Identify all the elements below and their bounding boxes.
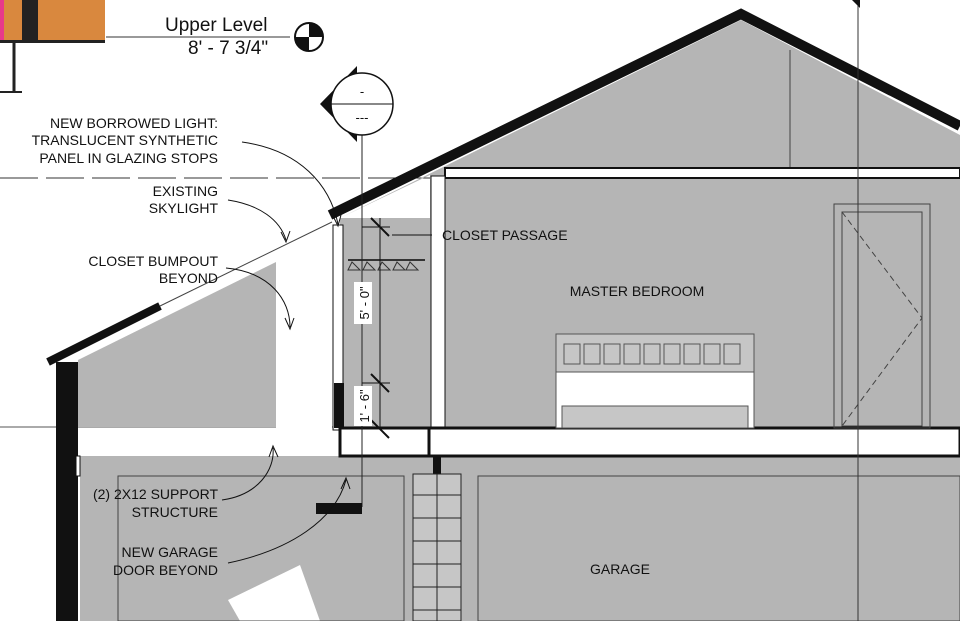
leader-arrows [221,141,432,564]
room-label-master-bedroom: MASTER BEDROOM [570,283,705,299]
section-cut-end [316,503,362,514]
note-support-line1: (2) 2X12 SUPPORT [93,486,218,502]
garage-door-right [477,475,960,621]
note-borrowed-light-line1: NEW BORROWED LIGHT: [50,115,218,131]
section-tag: - --- [320,66,394,142]
note-closet-bumpout-line2: BEYOND [159,270,218,286]
note-borrowed-light-line2: TRANSLUCENT SYNTHETIC [32,132,218,148]
note-garage-door-line1: NEW GARAGE [122,544,218,560]
note-closet-bumpout-line1: CLOSET BUMPOUT [88,253,218,269]
section-tag-top: - [360,84,364,99]
garage-door-left [117,475,405,621]
closet-wall-left-dark [334,383,344,428]
note-skylight: EXISTING SKYLIGHT [149,183,219,216]
bedroom-door [833,203,931,429]
ceiling-band [444,167,960,179]
note-skylight-line2: SKYLIGHT [149,200,219,216]
note-support-line2: STRUCTURE [132,504,218,520]
reference-thumbnail [0,0,105,93]
level-target-icon [294,22,324,52]
bed [555,333,755,429]
note-support: (2) 2X12 SUPPORT STRUCTURE [93,486,218,520]
bumpout-fill [78,262,276,427]
beam-cap [433,456,441,476]
section-tag-bottom: --- [356,110,369,125]
left-wall [56,362,78,621]
note-skylight-line1: EXISTING [153,183,218,199]
note-borrowed-light: NEW BORROWED LIGHT: TRANSLUCENT SYNTHETI… [32,115,218,166]
grid-marker [852,0,860,8]
closet-wall-right [430,175,446,429]
dimension-lower: 1' - 6" [357,389,372,422]
note-closet-bumpout: CLOSET BUMPOUT BEYOND [88,253,218,286]
note-closet-passage: CLOSET PASSAGE [442,227,568,243]
note-garage-door: NEW GARAGE DOOR BEYOND [113,544,218,578]
floor-slab [338,426,960,458]
bumpout-roof [46,302,162,366]
light-patch-floor [95,430,345,455]
note-garage-door-line2: DOOR BEYOND [113,562,218,578]
note-borrowed-light-line3: PANEL IN GLAZING STOPS [39,150,218,166]
dimension-upper: 5' - 0" [357,286,372,319]
level-marker: Upper Level 8' - 7 3/4" [165,15,324,59]
column-blocks [413,494,461,611]
skylight-roof [159,221,333,307]
garage-fill [80,456,960,621]
bumpout-white [276,230,332,428]
level-name: Upper Level [165,15,267,36]
left-wall-trim [75,455,81,477]
light-patch-garage [228,565,320,621]
closet-fill [340,218,432,427]
dimension-string: 5' - 0" 1' - 6" [354,217,390,439]
main-roof [327,8,960,220]
room-label-garage: GARAGE [590,561,650,577]
level-elevation: 8' - 7 3/4" [188,38,268,59]
